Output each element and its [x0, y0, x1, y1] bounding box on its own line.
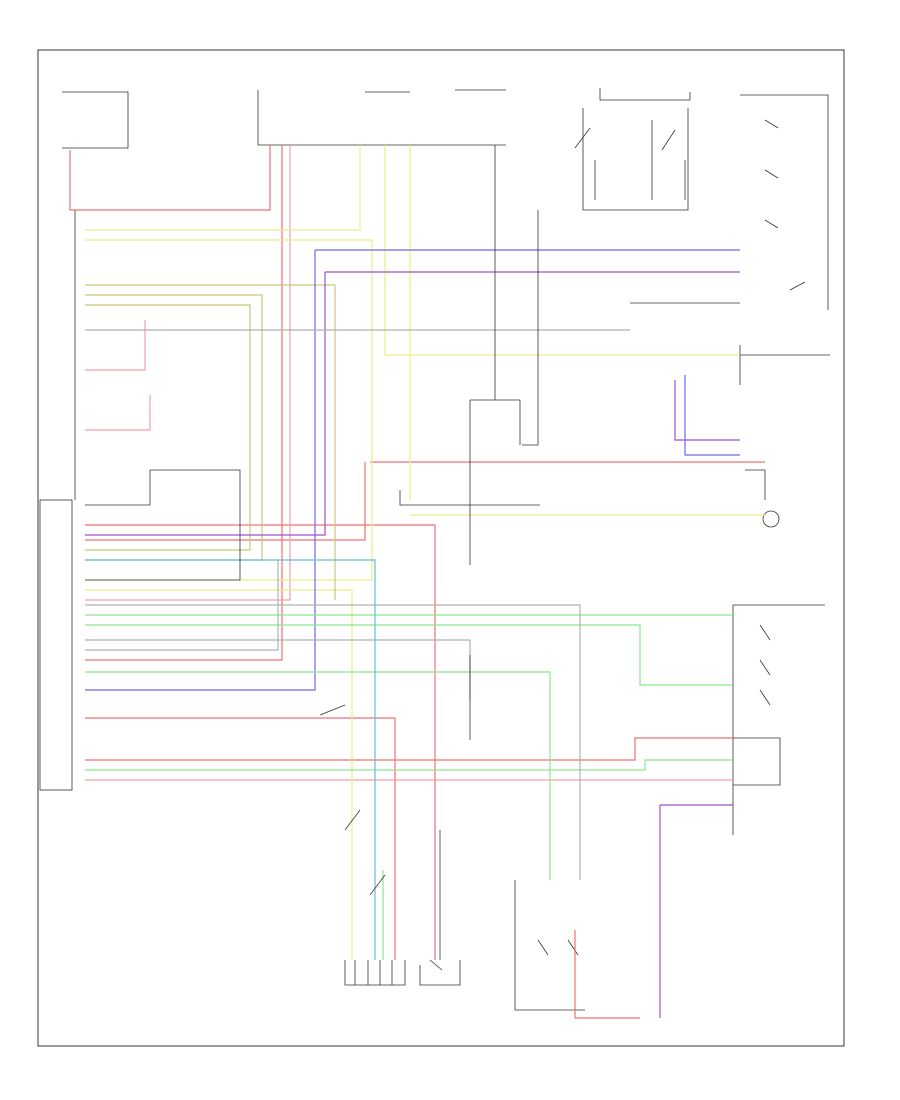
transducer-box	[739, 345, 830, 385]
clutch-switch-bottom	[514, 880, 585, 1011]
transmission-switch-bottom	[419, 959, 461, 986]
cruise-switch-column	[740, 94, 829, 310]
fuse-block-hot-at-all-times	[257, 89, 506, 146]
cruise-actuator-box	[732, 604, 825, 835]
diagram-frame	[37, 49, 845, 1047]
speed-sensor	[762, 510, 780, 528]
stop-lamp-switch-group	[574, 88, 691, 211]
fuse-block-left	[62, 91, 129, 149]
engine-control-module-bottom	[344, 960, 406, 986]
wire-set	[69, 145, 766, 1019]
cruise-control-module	[39, 210, 76, 791]
